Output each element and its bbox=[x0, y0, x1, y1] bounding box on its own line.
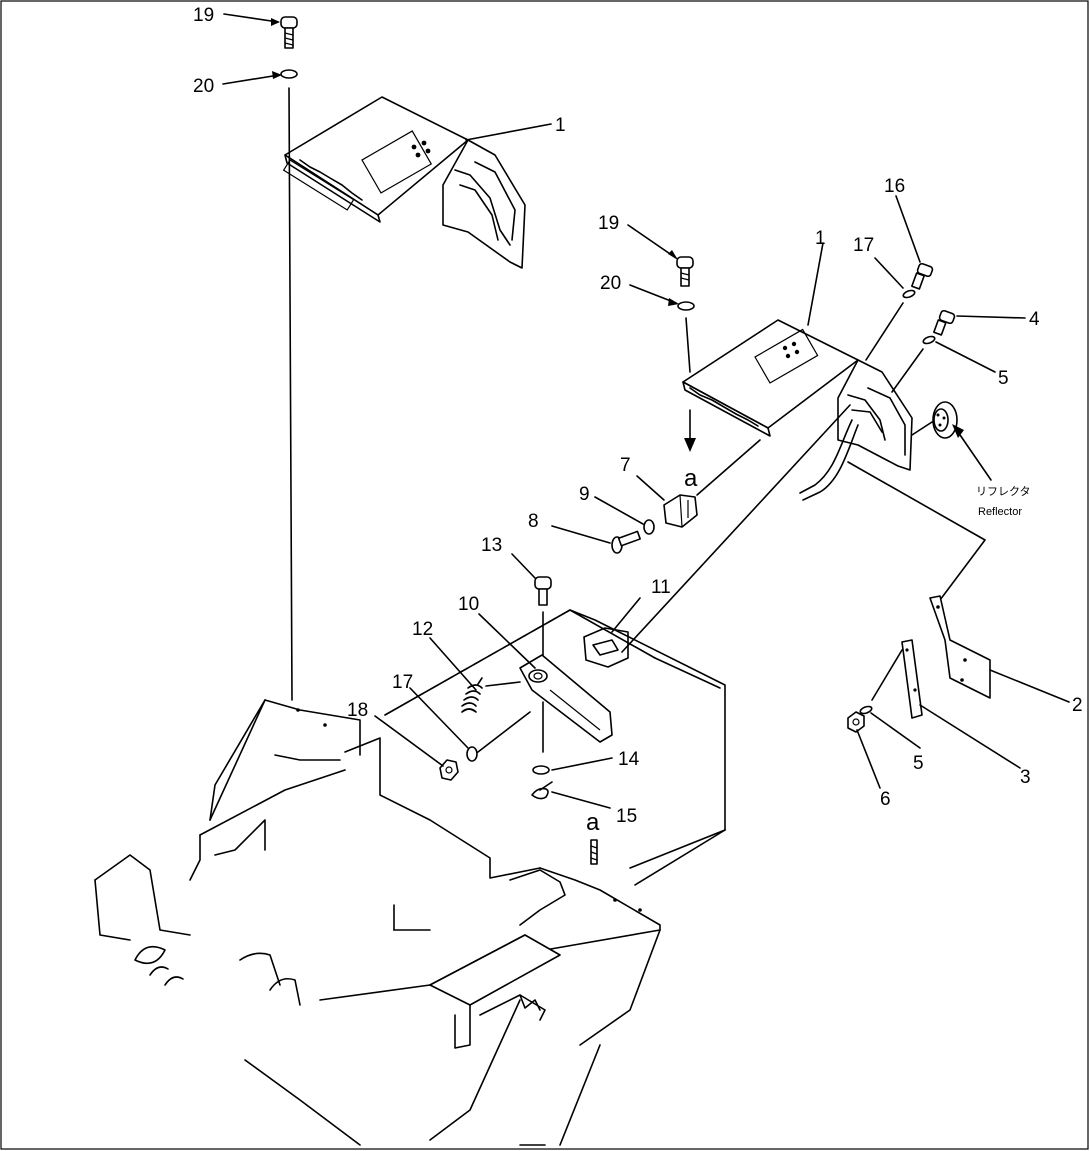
washer-17-bottom bbox=[466, 746, 478, 762]
callout-numbers: 19 20 1 19 20 1 16 17 4 5 7 a 9 8 13 11 … bbox=[193, 5, 1083, 836]
washer-20-right bbox=[677, 301, 695, 311]
nut-18 bbox=[439, 759, 459, 781]
callout-16: 16 bbox=[884, 176, 905, 197]
callout-4: 4 bbox=[1029, 309, 1040, 330]
callout-15: 15 bbox=[616, 806, 637, 827]
guide-line-left bbox=[288, 87, 293, 701]
callout-8: 8 bbox=[528, 511, 539, 532]
callout-11: 11 bbox=[651, 577, 671, 598]
washer-20-left bbox=[280, 69, 298, 79]
bolt-4 bbox=[933, 309, 956, 336]
callout-20-right: 20 bbox=[600, 273, 621, 294]
bracket-2 bbox=[929, 595, 991, 699]
callout-3: 3 bbox=[1020, 767, 1031, 788]
bolt-19-left bbox=[280, 16, 298, 49]
callout-5-top: 5 bbox=[998, 368, 1009, 389]
callout-19-right: 19 bbox=[598, 213, 619, 234]
callout-20-left: 20 bbox=[193, 76, 214, 97]
machine-body bbox=[94, 609, 726, 1146]
callout-13: 13 bbox=[481, 535, 502, 556]
leader-lines bbox=[222, 13, 1070, 809]
callout-7: 7 bbox=[620, 455, 631, 476]
callout-a-top: a bbox=[684, 465, 698, 492]
pin-15 bbox=[531, 781, 553, 800]
washer-5-top bbox=[922, 335, 936, 345]
nut-6 bbox=[847, 711, 865, 733]
callout-6: 6 bbox=[880, 789, 891, 810]
callout-1-right: 1 bbox=[815, 228, 826, 249]
latch-7 bbox=[663, 494, 698, 528]
cover-right bbox=[682, 319, 913, 501]
bolt-19-right bbox=[676, 256, 694, 287]
callout-5-bottom: 5 bbox=[913, 753, 924, 774]
bracket-3 bbox=[901, 639, 923, 719]
reflector-label-en: Reflector bbox=[978, 506, 1022, 518]
callout-18: 18 bbox=[347, 700, 368, 721]
reflector-label-jp: リフレクタ bbox=[976, 485, 1031, 498]
callout-2: 2 bbox=[1072, 695, 1083, 716]
catch-11 bbox=[583, 627, 629, 668]
washer-14 bbox=[532, 765, 550, 775]
spring-12 bbox=[461, 677, 483, 713]
bolt-16 bbox=[911, 262, 934, 290]
bracket-10 bbox=[519, 654, 613, 743]
bolt-13 bbox=[534, 576, 552, 606]
callout-12: 12 bbox=[412, 619, 433, 640]
callout-17-bottom: 17 bbox=[392, 672, 413, 693]
callout-10: 10 bbox=[458, 594, 479, 615]
stud-a bbox=[590, 839, 598, 865]
washer-17-top bbox=[902, 289, 916, 299]
reflector bbox=[911, 401, 958, 439]
washer-9 bbox=[643, 519, 655, 535]
washer-5-bottom bbox=[859, 705, 873, 715]
callout-19-left: 19 bbox=[193, 5, 214, 26]
cover-left bbox=[282, 96, 526, 269]
callout-14: 14 bbox=[618, 749, 640, 770]
arrow-a bbox=[684, 438, 696, 452]
callout-1-left: 1 bbox=[555, 115, 566, 136]
bolt-8 bbox=[611, 530, 641, 554]
callout-9: 9 bbox=[579, 484, 590, 505]
callout-a-bottom: a bbox=[586, 809, 600, 836]
callout-17-top: 17 bbox=[853, 235, 874, 256]
